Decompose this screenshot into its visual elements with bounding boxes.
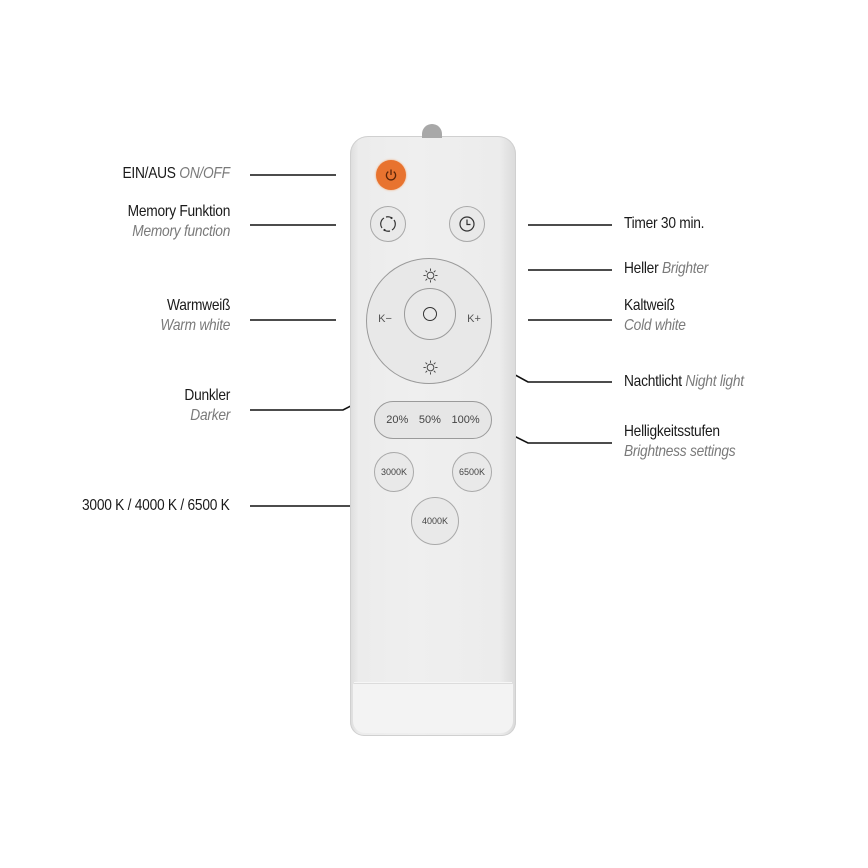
callout-warm-white: Warmweiß Warm white [160,297,230,334]
callout-on-off: EIN/AUS ON/OFF [122,165,231,182]
callout-cold-white: Kaltweiß Cold white [624,297,686,334]
brightness-100-button[interactable]: 100% [451,414,480,426]
timer-button[interactable] [449,206,485,242]
power-icon [385,169,397,181]
callout-darker: Dunkler Darker [184,387,230,424]
brightness-50-button[interactable]: 50% [418,414,441,426]
remote-control: K− K+ 20% 50% 100% [350,124,516,736]
cycle-icon [380,216,396,232]
color-6500k-button[interactable]: 6500K [452,452,492,492]
power-button[interactable] [376,160,406,190]
callout-timer: Timer 30 min. [624,215,705,232]
callout-memory: Memory Funktion Memory function [127,203,231,240]
sun-icon [422,359,438,375]
moon-icon [423,307,437,321]
clock-icon [459,216,475,232]
brightness-20-button[interactable]: 20% [386,414,409,426]
brighter-button[interactable] [420,265,440,285]
darker-button[interactable] [420,357,440,377]
battery-cover [353,684,513,733]
brightness-buttons: 20% 50% 100% [374,401,492,439]
color-3000k-button[interactable]: 3000K [374,452,414,492]
cold-white-button[interactable]: K+ [467,313,481,325]
callout-color-temp: 3000 K / 4000 K / 6500 K [82,497,230,514]
battery-cover-seam [354,682,512,685]
color-4000k-button[interactable]: 4000K [411,497,459,545]
callout-brighter: Heller Brighter [624,260,709,277]
callout-brightness: Helligkeitsstufen Brightness settings [624,423,736,460]
night-light-button[interactable] [404,288,456,340]
sun-icon [422,267,438,283]
warm-white-button[interactable]: K− [378,313,392,325]
memory-button[interactable] [370,206,406,242]
battery-tab [422,124,442,138]
callout-night-light: Nachtlicht Night light [624,373,744,390]
direction-dial: K− K+ [366,258,492,384]
